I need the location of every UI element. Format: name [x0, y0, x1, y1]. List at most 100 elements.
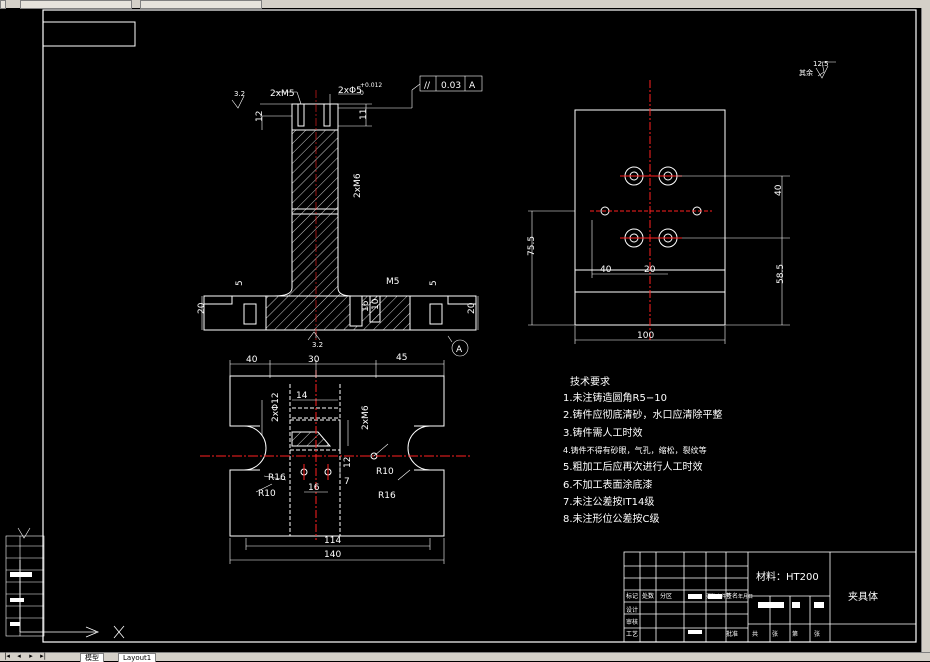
tb-part-name: 夹具体: [848, 590, 878, 603]
roughness-bottom: 3.2: [312, 341, 323, 349]
tb-cell: 分区: [660, 592, 672, 600]
dim-r10-right: R10: [376, 467, 394, 477]
dim-114: 114: [324, 536, 341, 546]
dim-30: 30: [308, 355, 320, 365]
nav-prev-icon[interactable]: ◂: [17, 652, 21, 660]
strip-seg: [20, 0, 132, 9]
dim-40-v: 40: [774, 184, 784, 196]
dim-11: 11: [359, 109, 369, 120]
plan-dim-text: 40 30 45 14 2xΦ12 2xM6 12 16 7 R16 R10 R…: [246, 353, 407, 560]
dim-12-plan: 12: [343, 457, 353, 468]
tb-cell: 共: [752, 630, 758, 638]
roughness-corner-label: 其余: [799, 68, 813, 77]
tech-item: 8.未注形位公差按C级: [563, 512, 660, 525]
dim-45: 45: [396, 353, 407, 363]
datum-label-a: A: [456, 345, 463, 355]
title-block: [623, 551, 917, 643]
tech-item: 4.铸件不得有砂眼，气孔，缩松，裂纹等: [563, 445, 707, 455]
tb-cell: 处数: [642, 592, 654, 600]
dim-2xm5-top: 2xM5: [270, 89, 295, 99]
roughness-top: 3.2: [234, 90, 245, 98]
tb-cell: 审核: [626, 618, 638, 626]
nav-last-icon[interactable]: ▸|: [40, 652, 46, 660]
dim-12: 12: [255, 111, 265, 122]
dim-2xphi12: 2xΦ12: [271, 392, 281, 422]
section-dim-text: 2xM5 2xΦ5 +0.012 0 // 0.03 A 12 11 2xM6 …: [197, 81, 477, 355]
dim-40: 40: [246, 355, 258, 365]
roughness-corner-value: 12.5: [813, 60, 829, 68]
left-palette-marks: [10, 572, 32, 626]
side-dim-text: 40 75.5 40 20 58.5 100 12.5 其余: [527, 60, 829, 341]
dim-5-right: 5: [429, 280, 439, 286]
tech-item: 1.未注铸造圆角R5−10: [563, 391, 667, 404]
tb-cell: 批准: [726, 630, 738, 638]
dim-58-5: 58.5: [776, 264, 786, 284]
tech-requirements: 技术要求 1.未注铸造圆角R5−10 2.铸件应彻底清砂，水口应清除平整 3.铸…: [563, 375, 723, 525]
dim-r16-right: R16: [378, 491, 396, 501]
plan-view: [200, 370, 470, 540]
vertical-scrollbar[interactable]: [921, 8, 930, 652]
title-block-text: 材料：HT200 夹具体 审核 工艺 标记 设计 批准 处数 分区 更改文件号 …: [626, 570, 878, 638]
tab-model[interactable]: 模型: [80, 653, 104, 662]
dim-2xphi5: 2xΦ5: [338, 86, 362, 96]
dim-r16-left: R16: [268, 473, 286, 483]
tb-cell: 工艺: [626, 630, 638, 638]
dim-16-plan: 16: [308, 483, 320, 493]
dim-14: 14: [296, 391, 308, 401]
tb-cell: 设计: [626, 606, 638, 614]
dim-r10-left: R10: [258, 489, 276, 499]
tb-cell: 签名: [726, 592, 738, 600]
title-block-marks: [688, 594, 824, 634]
tech-item: 7.未注公差按IT14级: [563, 495, 654, 508]
tb-cell: 第: [792, 630, 798, 638]
tb-cell: 标记: [626, 592, 638, 600]
tb-cell: 更改文件号: [706, 593, 731, 600]
corner-label-box: [42, 21, 136, 47]
strip-seg: [0, 0, 6, 9]
dim-100: 100: [637, 331, 654, 341]
side-dims: [528, 61, 836, 344]
tech-item: 2.铸件应彻底清砂，水口应清除平整: [563, 408, 723, 421]
dim-10: 10: [371, 298, 381, 310]
dim-2xm6: 2xM6: [353, 173, 363, 198]
plan-dims: [229, 360, 445, 564]
dim-75-5: 75.5: [527, 236, 537, 256]
dim-20: 20: [644, 265, 656, 275]
ucs-icon: [19, 560, 125, 639]
dim-tol-upper: +0.012: [360, 82, 382, 89]
dim-m5: M5: [386, 277, 400, 287]
section-dims: [201, 75, 483, 357]
column-body: [265, 103, 411, 331]
dim-20-right: 20: [467, 302, 477, 314]
dim-16: 16: [361, 300, 371, 312]
tb-material: 材料：HT200: [756, 570, 819, 583]
dim-140: 140: [324, 550, 341, 560]
nav-first-icon[interactable]: |◂: [4, 652, 10, 660]
nav-next-icon[interactable]: ▸: [29, 652, 33, 660]
dim-20-left: 20: [197, 302, 207, 314]
drawing-frame: [42, 9, 917, 643]
tb-cell: 张: [814, 630, 820, 638]
dim-7: 7: [344, 477, 350, 487]
section-view: [203, 103, 477, 331]
tb-cell: 年月日: [738, 593, 753, 600]
title-strip: [0, 0, 930, 9]
plan-outline: [229, 375, 445, 537]
dim-2xm6-plan: 2xM6: [361, 405, 371, 430]
strip-seg: [140, 0, 262, 9]
tech-item: 3.铸件需人工时效: [563, 426, 643, 439]
tab-layout1[interactable]: Layout1: [118, 653, 157, 662]
tech-title: 技术要求: [570, 375, 610, 388]
layout-tab-bar: |◂ ◂ ▸ ▸| 模型 Layout1: [0, 652, 930, 662]
dim-5-left: 5: [235, 280, 245, 286]
tb-cell: 张: [772, 630, 778, 638]
dim-40-h: 40: [600, 265, 612, 275]
parallel-datum: A: [469, 81, 476, 91]
tech-item: 5.粗加工后应再次进行人工时效: [563, 460, 703, 473]
parallel-value: 0.03: [441, 81, 461, 91]
side-view: [574, 80, 726, 340]
base-steps: [204, 296, 233, 305]
parallel-symbol: //: [424, 81, 431, 91]
left-palette[interactable]: [5, 527, 45, 637]
